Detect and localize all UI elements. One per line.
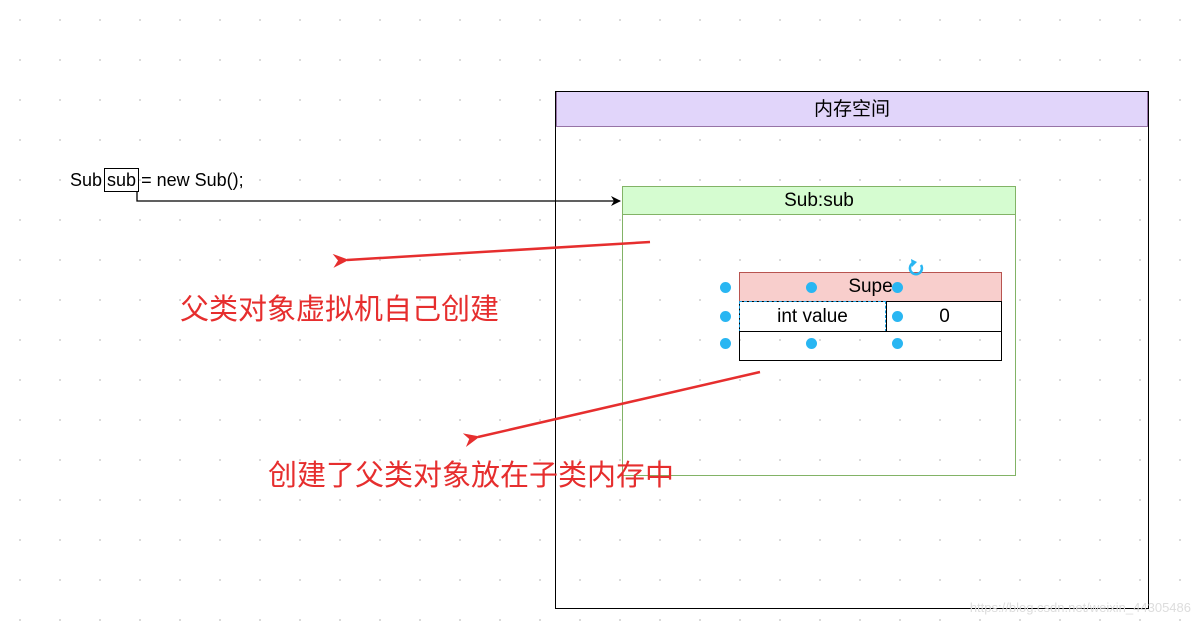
red-arrow-to-note1[interactable]	[332, 240, 651, 268]
super-empty-row[interactable]	[739, 331, 1002, 361]
sub-object-title[interactable]: Sub:sub	[622, 186, 1016, 215]
annotation-note-1[interactable]: 父类对象虚拟机自己创建	[180, 292, 500, 326]
code-variable-box[interactable]: sub	[104, 168, 140, 192]
memory-space-container[interactable]	[555, 91, 1149, 609]
selection-handle-bottom-center[interactable]	[806, 338, 817, 349]
super-field-value[interactable]: 0	[886, 301, 1002, 332]
code-type: Sub	[70, 170, 103, 190]
rotate-handle-icon[interactable]	[908, 259, 924, 276]
selection-handle-middle-right[interactable]	[892, 311, 903, 322]
annotation-note-2[interactable]: 创建了父类对象放在子类内存中	[268, 458, 675, 492]
memory-space-title[interactable]: 内存空间	[556, 92, 1148, 127]
selection-handle-bottom-left[interactable]	[720, 338, 731, 349]
selection-handle-middle-left[interactable]	[720, 311, 731, 322]
selection-handle-top-center[interactable]	[806, 282, 817, 293]
code-rest: = new Sub();	[141, 170, 244, 190]
red-arrow-to-note2[interactable]	[462, 370, 761, 447]
reference-arrow[interactable]	[136, 192, 621, 206]
selection-handle-bottom-right[interactable]	[892, 338, 903, 349]
watermark-text: https://blog.csdn.net/weixin_44305486	[969, 600, 1191, 615]
selection-handle-top-left[interactable]	[720, 282, 731, 293]
selection-handle-top-right[interactable]	[892, 282, 903, 293]
